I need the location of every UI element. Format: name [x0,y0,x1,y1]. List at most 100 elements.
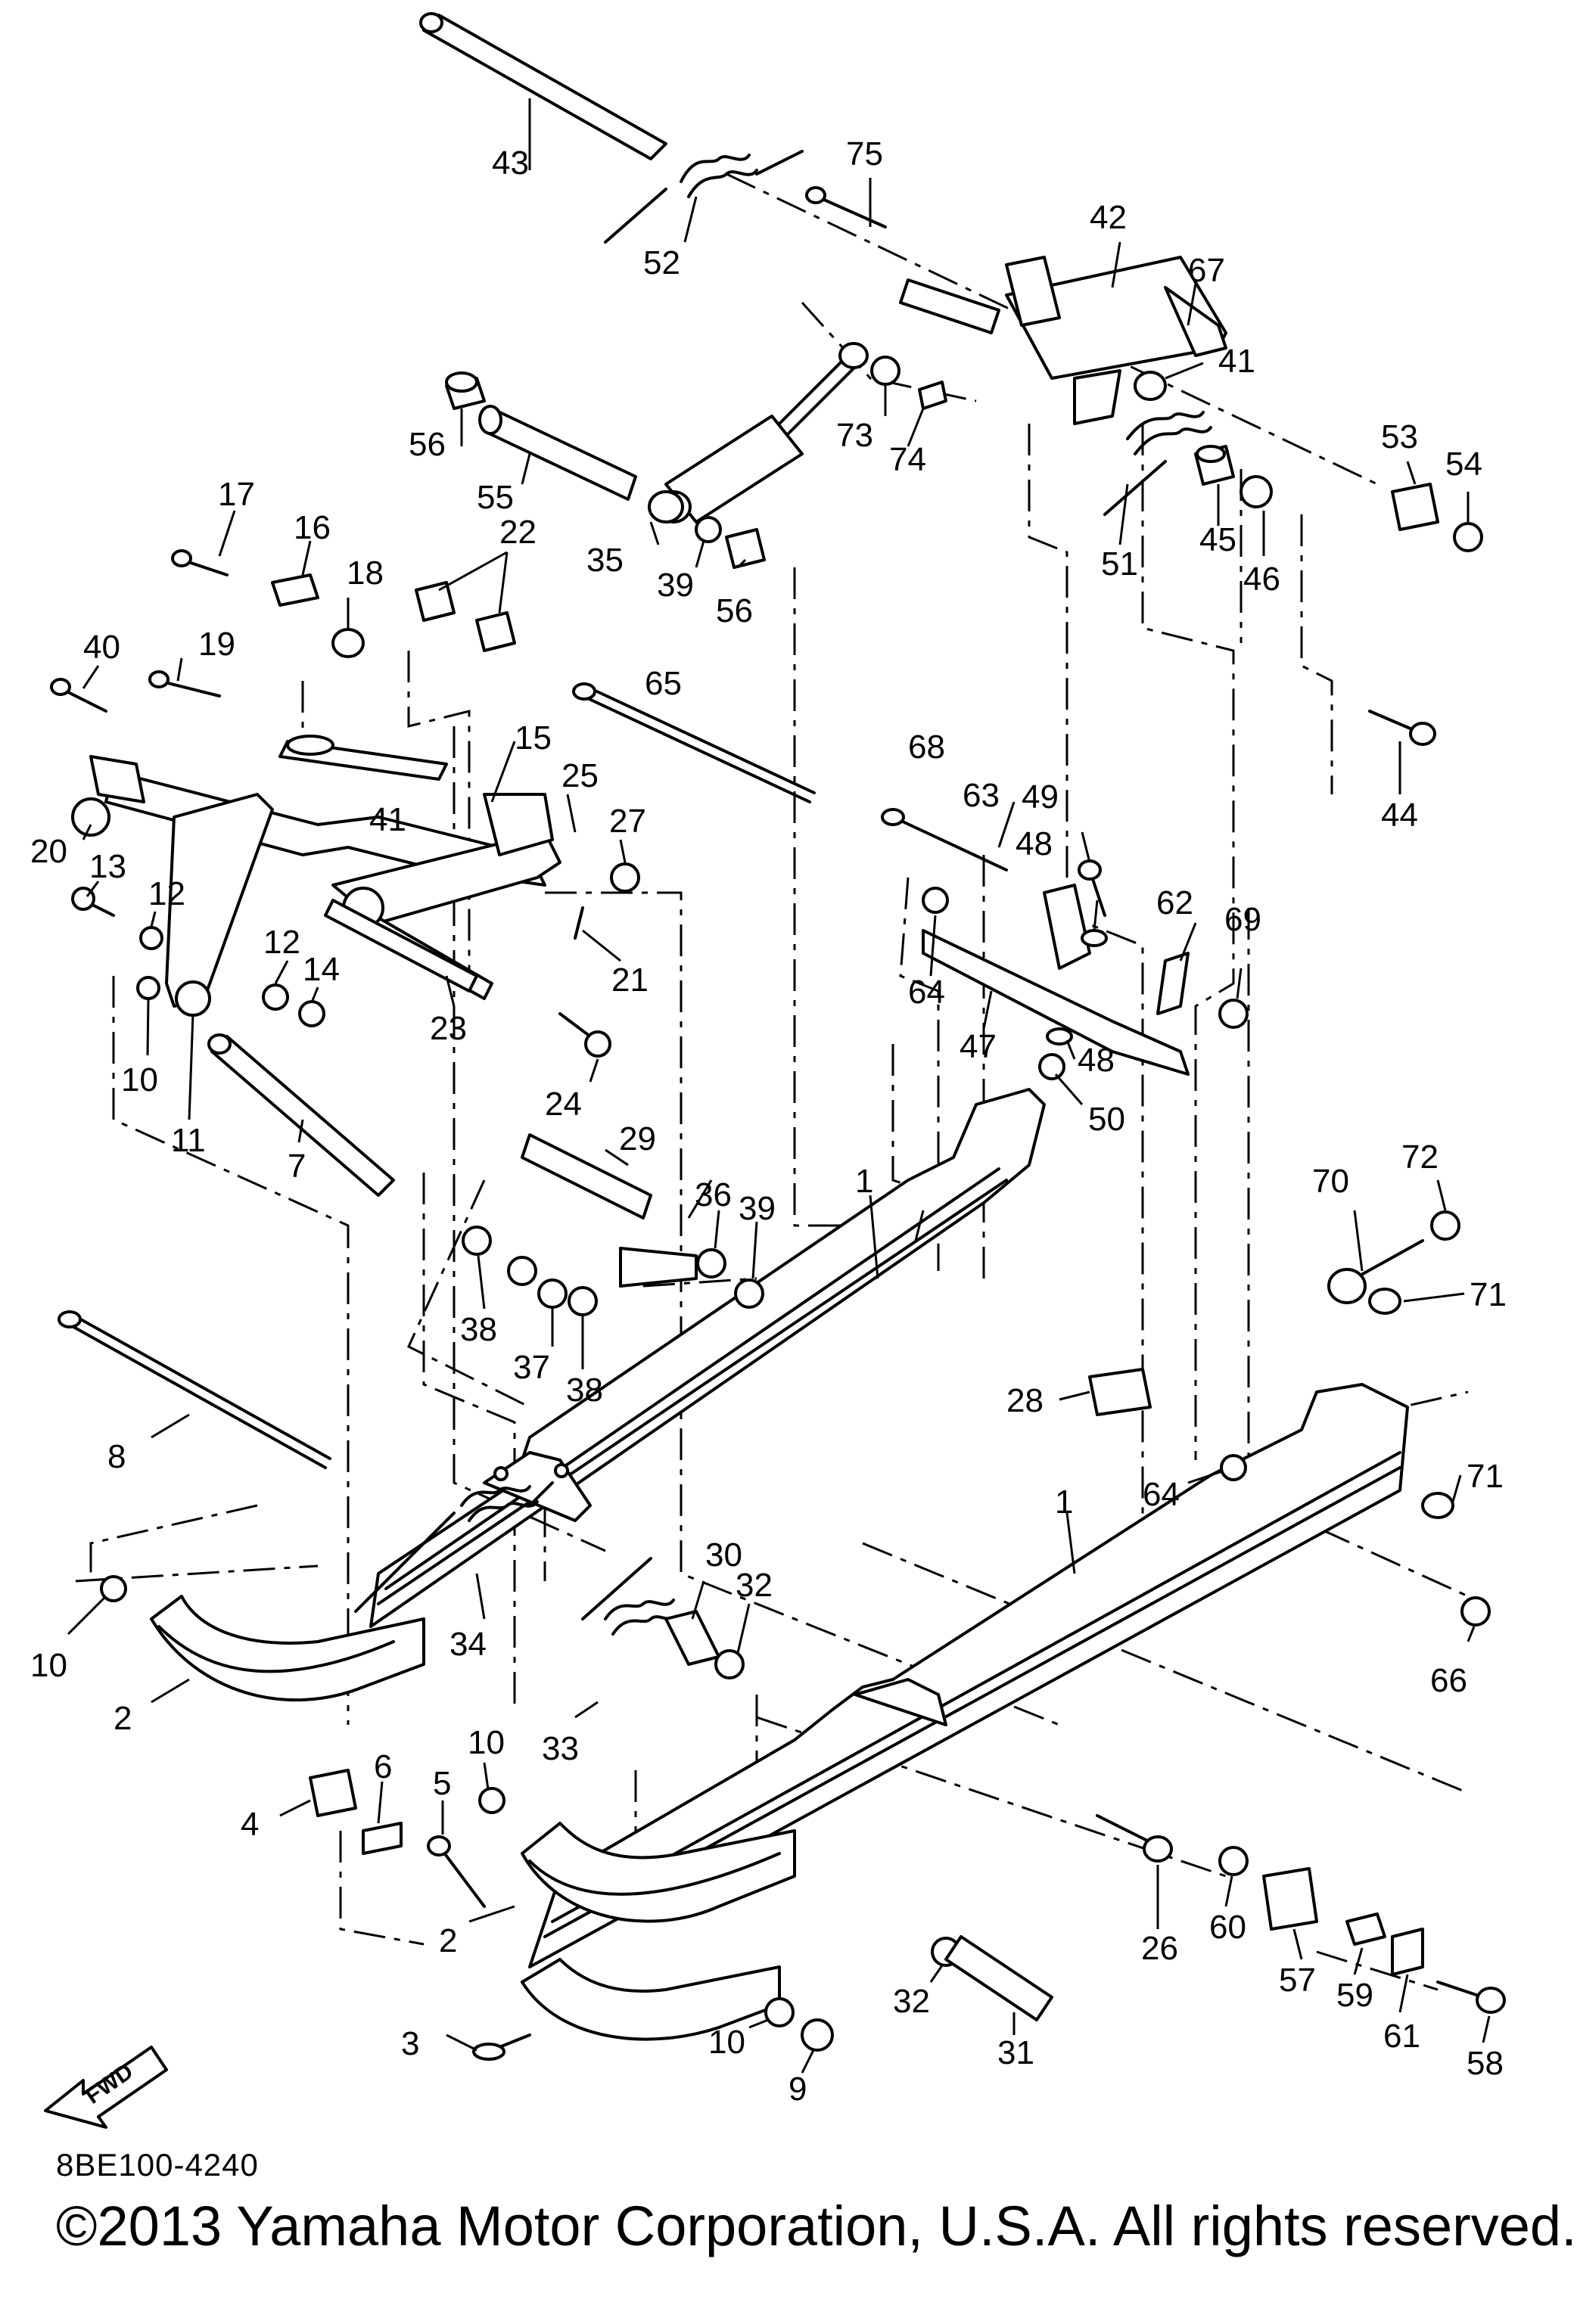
label-19: 19 [198,626,235,663]
small-parts [50,186,1506,2061]
label-25: 25 [561,757,599,794]
fwd-arrow-icon: FWD [44,2046,168,2129]
label-39-upper: 39 [657,567,694,604]
bolt-8 [58,1310,331,1469]
label-32-upper: 32 [736,1567,773,1604]
label-31: 31 [997,2034,1034,2071]
label-28: 28 [1006,1382,1044,1419]
label-10-upper: 10 [121,1061,158,1098]
label-41-left: 41 [369,801,406,838]
label-37: 37 [513,1349,550,1386]
label-39-lower: 39 [739,1190,776,1227]
part-labels: 43 52 75 42 67 41 53 54 51 45 46 44 56 5… [30,135,1507,2108]
label-17: 17 [218,476,255,513]
label-24: 24 [545,1086,582,1123]
skid-runner-front-right [521,1822,796,2041]
label-72: 72 [1401,1139,1439,1176]
label-32-lower: 32 [893,1983,930,2020]
label-5: 5 [433,1765,451,1802]
label-63: 63 [963,777,1000,814]
copyright-notice: ©2013 Yamaha Motor Corporation, U.S.A. A… [56,2195,1577,2257]
slide-rail-lower [528,1383,1409,1968]
label-27: 27 [609,803,646,840]
diagram-code: 8BE100-4240 [56,2147,259,2183]
label-43: 43 [492,144,529,182]
label-7: 7 [288,1148,306,1185]
label-74: 74 [889,441,926,478]
label-51: 51 [1101,545,1138,583]
label-75: 75 [846,135,883,172]
label-6: 6 [374,1748,392,1785]
label-22: 22 [499,514,537,551]
label-10-bottom: 10 [708,2024,745,2061]
label-29: 29 [619,1120,656,1157]
bolt-68 [881,808,1008,872]
label-64-upper: 64 [908,974,945,1011]
label-12-right: 12 [263,924,300,961]
slide-rail-upper [369,1088,1046,1628]
label-44: 44 [1381,797,1418,834]
label-50: 50 [1088,1101,1125,1138]
label-20: 20 [30,833,67,870]
label-38-left: 38 [460,1311,497,1348]
label-62: 62 [1156,884,1193,921]
label-54: 54 [1445,446,1482,483]
label-48-lower: 48 [1078,1042,1115,1079]
label-34: 34 [449,1626,487,1663]
label-3: 3 [401,2025,419,2062]
label-71-lower: 71 [1467,1458,1504,1495]
label-9: 9 [788,2071,807,2108]
label-38-right: 38 [566,1372,603,1409]
label-61: 61 [1383,2018,1420,2055]
label-67: 67 [1188,252,1225,289]
label-60: 60 [1209,1909,1246,1946]
label-10-middle: 10 [468,1724,505,1761]
shaft-43 [419,12,667,160]
label-55: 55 [477,479,514,516]
shaft-7 [207,1033,395,1197]
label-33: 33 [542,1730,579,1767]
label-21: 21 [611,962,649,999]
shaft-23 [324,899,478,993]
spring-51 [1103,411,1212,516]
label-4: 4 [241,1806,259,1843]
label-14: 14 [303,951,340,988]
label-70: 70 [1312,1163,1349,1200]
label-52: 52 [643,244,680,281]
label-59: 59 [1336,1977,1373,2014]
label-2-left: 2 [114,1700,132,1737]
label-42: 42 [1090,199,1127,236]
label-15: 15 [515,719,552,757]
label-2-lower: 2 [439,1922,457,1959]
label-45: 45 [1199,521,1236,558]
label-64-lower: 64 [1143,1476,1180,1513]
label-1-upper: 1 [855,1163,873,1200]
rear-arm-assembly [899,256,1227,425]
label-53: 53 [1381,418,1418,455]
label-68: 68 [908,729,945,766]
skid-runner-front-left [150,1595,425,1702]
label-30: 30 [705,1536,742,1574]
label-26: 26 [1141,1930,1178,1967]
label-73: 73 [836,417,873,454]
label-41-right: 41 [1218,343,1255,380]
bolt-65 [572,682,816,803]
label-16: 16 [294,509,331,546]
label-23: 23 [430,1010,467,1047]
label-10-left: 10 [30,1647,67,1684]
label-46: 46 [1243,561,1280,598]
label-56-middle: 56 [716,592,753,629]
label-48-upper: 48 [1016,825,1053,862]
spring-34 [354,1481,554,1613]
label-1-lower: 1 [1055,1484,1073,1521]
label-18: 18 [347,555,384,592]
label-69: 69 [1224,901,1261,938]
label-35: 35 [586,542,624,579]
label-65: 65 [645,665,682,702]
leader-lines [67,98,1491,2074]
label-66: 66 [1430,1662,1467,1699]
label-58: 58 [1467,2045,1504,2082]
label-13: 13 [89,848,126,885]
label-12-left: 12 [148,875,185,912]
